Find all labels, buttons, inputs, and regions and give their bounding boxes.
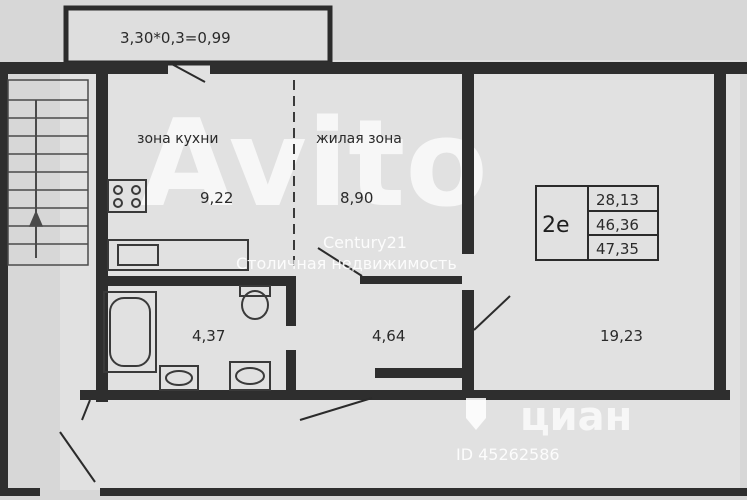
- kitchen-zone-label: зона кухни: [137, 131, 218, 147]
- interior-walls: [96, 74, 474, 400]
- outer-walls: [0, 62, 747, 494]
- stove-icon: [107, 179, 147, 213]
- staircase: [7, 79, 89, 266]
- balcony-formula: 3,30*0,3=0,99: [120, 29, 231, 47]
- full-area: 47,35: [596, 240, 639, 258]
- door-swings: [59, 247, 511, 483]
- agency-subtitle-watermark: Столичная недвижимость: [236, 254, 457, 273]
- area-legend: 2е 28,13 46,36 47,35: [535, 185, 659, 261]
- bedroom-area: 19,23: [600, 327, 643, 345]
- living-zone-label: жилая зона: [316, 131, 402, 147]
- living-area-total: 28,13: [596, 191, 639, 209]
- cian-text: циан: [520, 394, 632, 440]
- listing-id: ID 45262586: [456, 445, 560, 464]
- avito-watermark: Avito: [140, 95, 488, 234]
- agency-name-watermark: Century21: [323, 233, 407, 252]
- balcony: 3,30*0,3=0,99: [63, 5, 333, 83]
- corridor-walls: [0, 488, 747, 496]
- bathroom-area: 4,37: [192, 327, 225, 345]
- kitchen-sink-icon: [107, 239, 249, 271]
- bathtub-icon: [103, 291, 157, 373]
- total-area: 46,36: [596, 216, 639, 234]
- kitchen-area: 9,22: [200, 189, 233, 207]
- hall-area: 4,64: [372, 327, 405, 345]
- cian-logo-icon: [466, 398, 486, 430]
- washbasin-icon: [159, 361, 271, 391]
- cian-watermark: циан ID 45262586: [456, 394, 632, 464]
- apartment-type-code: 2е: [542, 213, 570, 238]
- toilet-icon: [239, 285, 271, 320]
- living-area: 8,90: [340, 189, 373, 207]
